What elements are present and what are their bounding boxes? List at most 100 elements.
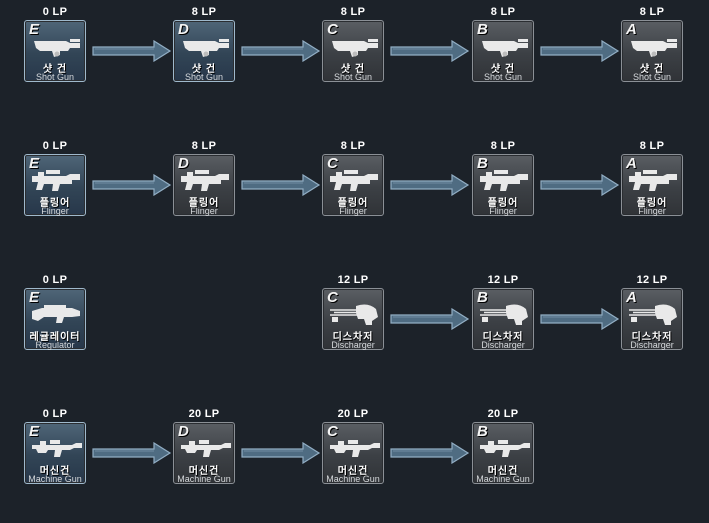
- shotgun-icon: [183, 39, 229, 57]
- lp-cost: 8 LP: [191, 6, 217, 18]
- weapon-name-english: Shot Gun: [632, 72, 672, 82]
- weapon-name-korean: 플링어: [337, 198, 369, 209]
- machine-gun-icon: [181, 440, 231, 457]
- flinger-icon: [629, 170, 677, 191]
- grade-letter: B: [477, 289, 488, 306]
- grade-letter: C: [327, 423, 338, 440]
- upgrade-arrow-icon: [241, 39, 321, 63]
- shotgun-icon: [482, 39, 528, 57]
- weapon-name-english: Shot Gun: [483, 72, 523, 82]
- lp-cost: 8 LP: [490, 140, 516, 152]
- lp-cost: 8 LP: [639, 140, 665, 152]
- weapon-name-korean: 샷 건: [191, 64, 217, 75]
- weapon-name-english: Flinger: [41, 206, 69, 216]
- weapon-name-korean: 플링어: [636, 198, 668, 209]
- upgrade-arrow-icon: [390, 39, 470, 63]
- grade-letter: D: [178, 155, 189, 172]
- weapon-name-korean: 머신건: [39, 466, 71, 477]
- weapon-name-korean: 레귤레이터: [29, 332, 81, 343]
- weapon-name-korean: 플링어: [39, 198, 71, 209]
- weapon-name-korean: 디스차저: [482, 332, 524, 343]
- grade-letter: A: [626, 289, 637, 306]
- weapon-name-english: Discharger: [331, 340, 375, 350]
- lp-cost: 8 LP: [490, 6, 516, 18]
- upgrade-arrow-icon: [390, 307, 470, 331]
- weapon-name-english: Shot Gun: [35, 72, 75, 82]
- machine-gun-icon: [330, 440, 380, 457]
- weapon-name-english: Flinger: [638, 206, 666, 216]
- lp-cost: 8 LP: [191, 140, 217, 152]
- weapon-name-korean: 디스차저: [631, 332, 673, 343]
- lp-cost: 20 LP: [487, 408, 519, 420]
- upgrade-arrow-icon: [540, 307, 620, 331]
- weapon-name-english: Machine Gun: [28, 474, 82, 484]
- upgrade-arrow-icon: [92, 173, 172, 197]
- shotgun-icon: [34, 39, 80, 57]
- lp-cost: 0 LP: [42, 408, 68, 420]
- grade-letter: B: [477, 21, 488, 38]
- grade-letter: C: [327, 155, 338, 172]
- weapon-name-english: Discharger: [481, 340, 525, 350]
- weapon-name-korean: 플링어: [487, 198, 519, 209]
- grade-letter: D: [178, 423, 189, 440]
- weapon-name-korean: 샷 건: [639, 64, 665, 75]
- weapon-name-english: Flinger: [190, 206, 218, 216]
- discharger-icon: [629, 304, 677, 325]
- grade-letter: C: [327, 21, 338, 38]
- shotgun-icon: [332, 39, 378, 57]
- lp-cost: 12 LP: [636, 274, 668, 286]
- discharger-icon: [480, 304, 528, 325]
- grade-letter: B: [477, 155, 488, 172]
- upgrade-arrow-icon: [92, 39, 172, 63]
- grade-letter: E: [29, 289, 40, 306]
- weapon-name-korean: 샷 건: [340, 64, 366, 75]
- upgrade-arrow-icon: [540, 173, 620, 197]
- weapon-name-korean: 머신건: [487, 466, 519, 477]
- grade-letter: D: [178, 21, 189, 38]
- weapon-name-korean: 머신건: [337, 466, 369, 477]
- lp-cost: 20 LP: [337, 408, 369, 420]
- flinger-icon: [181, 170, 229, 191]
- flinger-icon: [32, 170, 80, 191]
- grade-letter: E: [29, 423, 40, 440]
- weapon-name-english: Machine Gun: [326, 474, 380, 484]
- lp-cost: 12 LP: [487, 274, 519, 286]
- grade-letter: E: [29, 155, 40, 172]
- grade-letter: C: [327, 289, 338, 306]
- upgrade-arrow-icon: [241, 441, 321, 465]
- lp-cost: 0 LP: [42, 140, 68, 152]
- weapon-name-english: Shot Gun: [333, 72, 373, 82]
- grade-letter: B: [477, 423, 488, 440]
- weapon-name-korean: 샷 건: [42, 64, 68, 75]
- weapon-name-english: Discharger: [630, 340, 674, 350]
